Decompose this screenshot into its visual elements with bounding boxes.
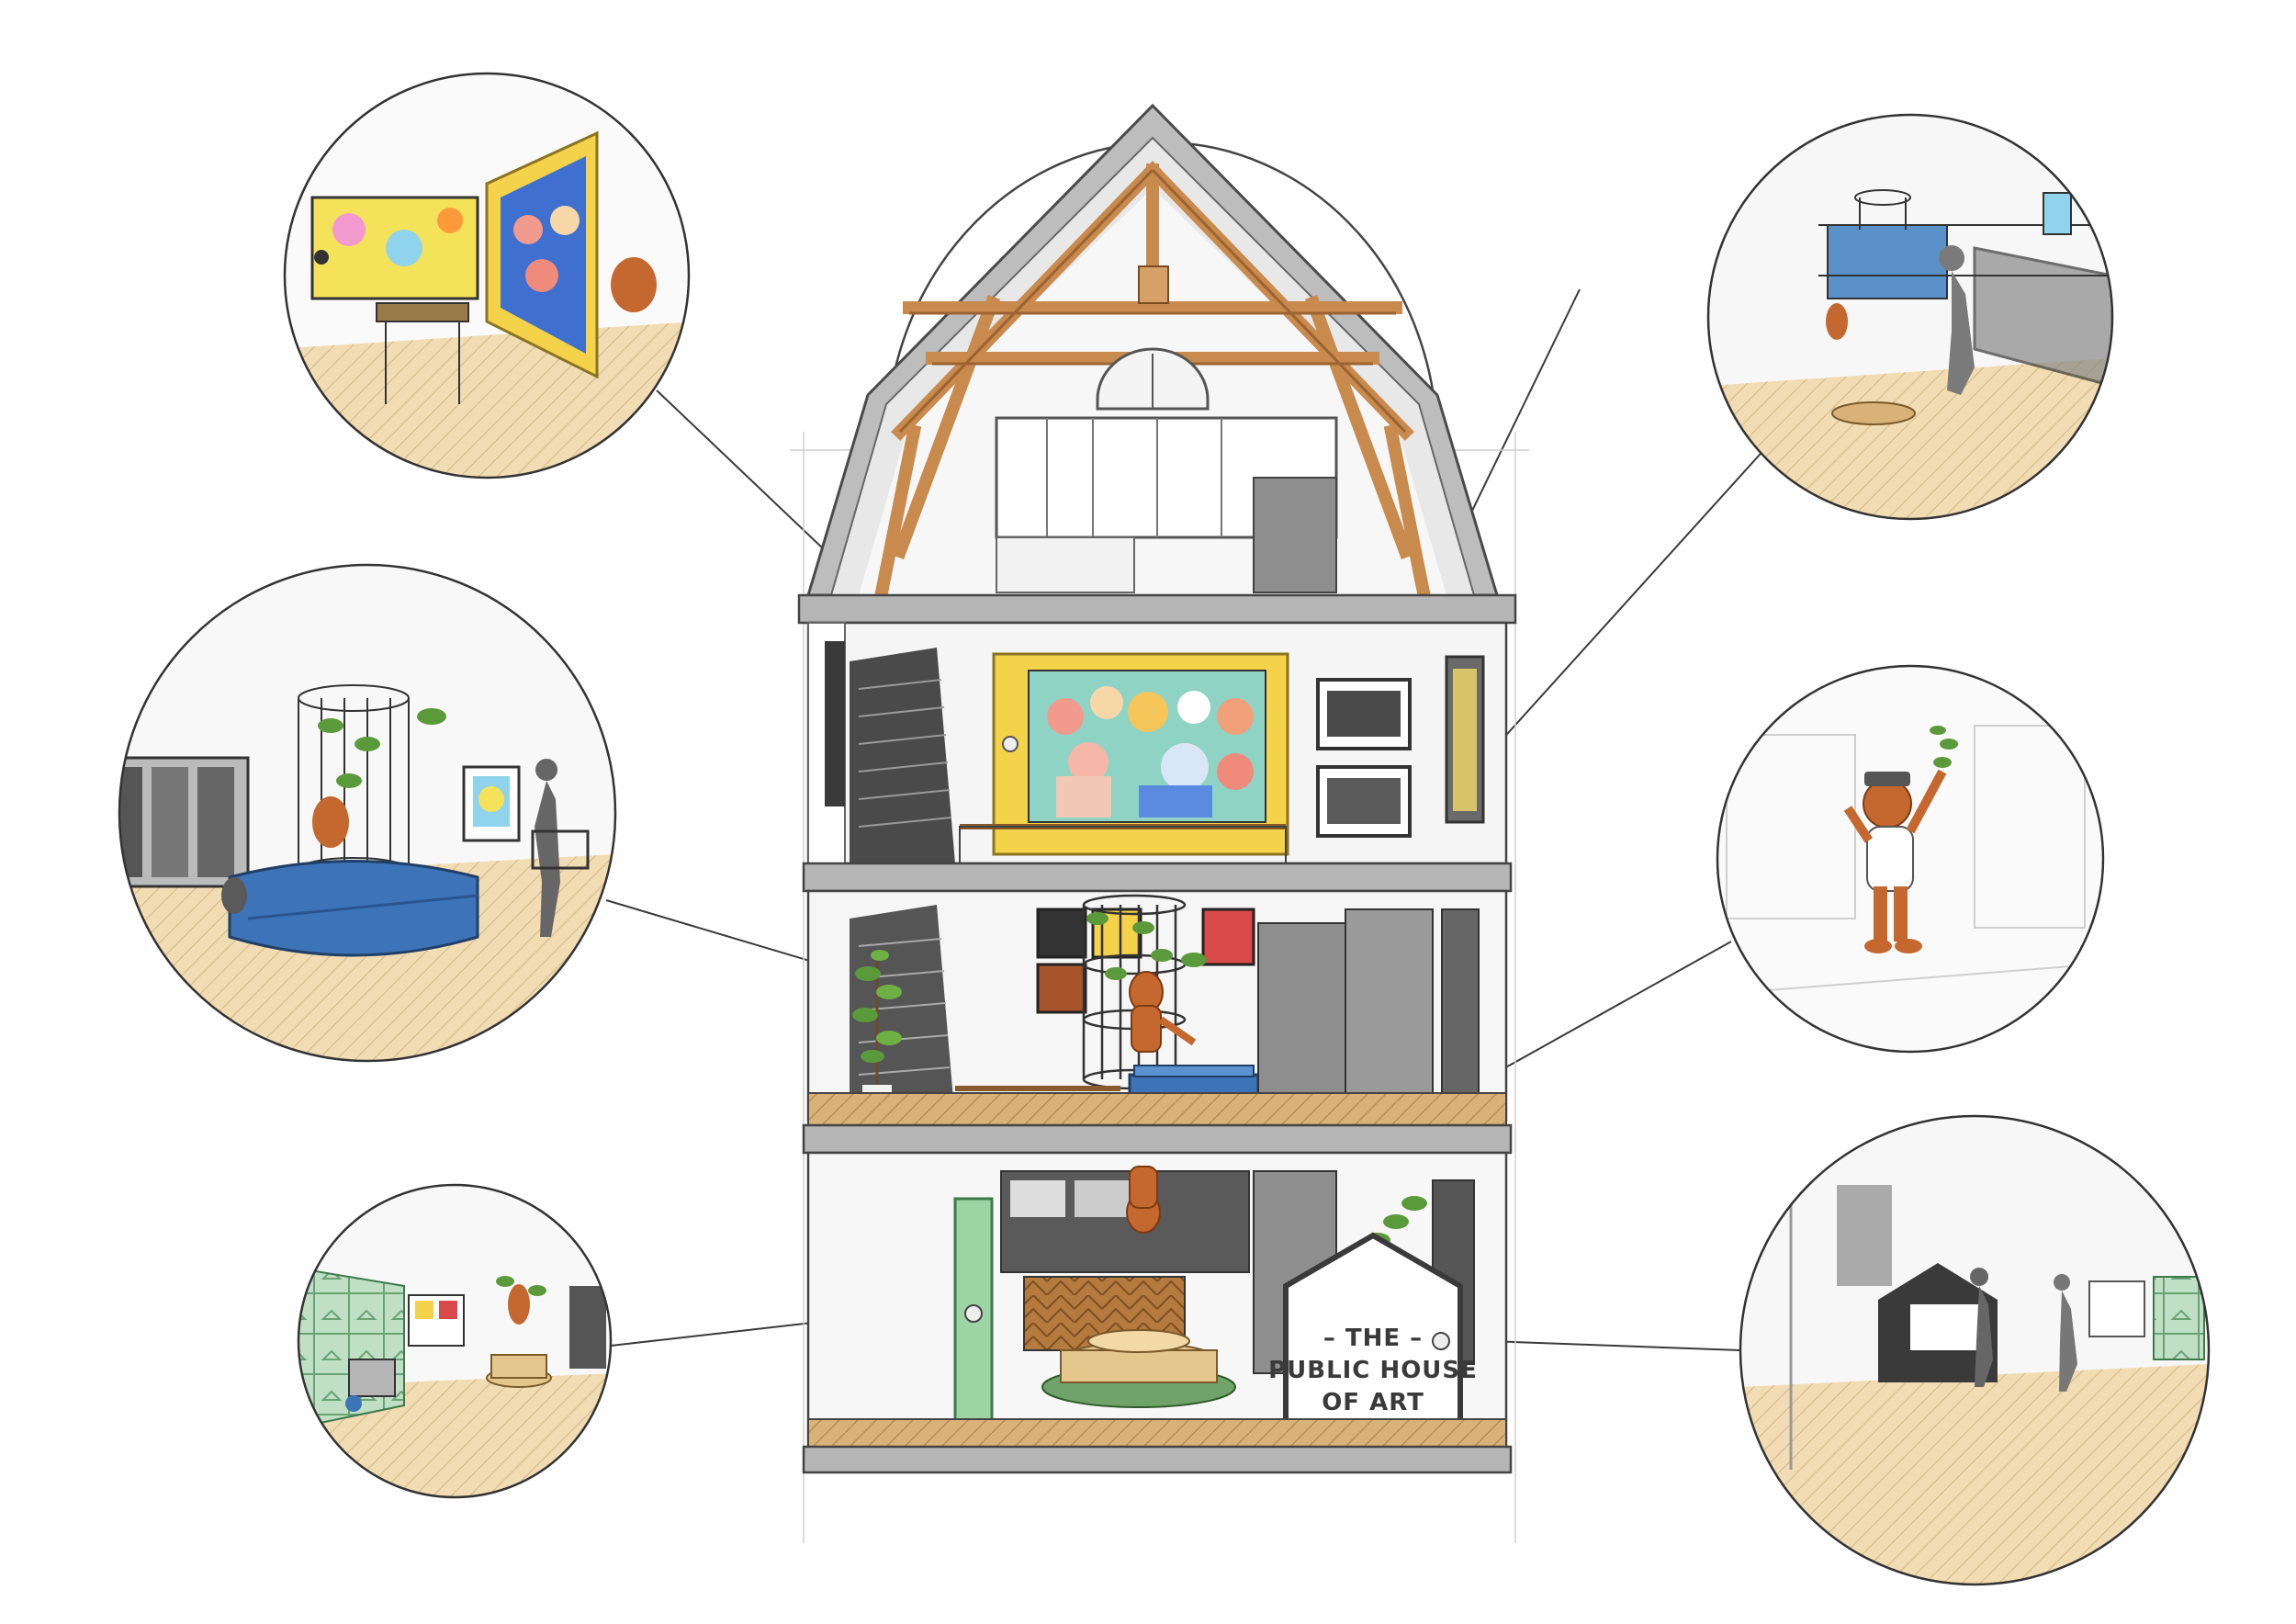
- person-silhouette: [535, 759, 560, 937]
- painting-faces: [1047, 686, 1254, 818]
- vignette-bottom-right: [1739, 1114, 2211, 1586]
- sign-line-2: PUBLIC HOUSE: [1268, 1357, 1478, 1384]
- vignette-middle-right: [1716, 664, 2105, 1054]
- sign-line-1: – THE –: [1323, 1325, 1423, 1352]
- orangutan-figure: [1843, 769, 1947, 953]
- staircase: [850, 648, 955, 863]
- vignette-bottom-left: [297, 1183, 613, 1499]
- sign-line-3: OF ART: [1322, 1389, 1424, 1416]
- vignette-top-left: [283, 72, 691, 479]
- vignette-top-right: [1706, 113, 2114, 521]
- house-cutaway: – THE – PUBLIC HOUSE OF ART: [790, 103, 1529, 1543]
- orangutan-figure: [1129, 971, 1197, 1053]
- house-sign: – THE – PUBLIC HOUSE OF ART: [1268, 1232, 1478, 1436]
- vignette-middle-left: [118, 563, 617, 1063]
